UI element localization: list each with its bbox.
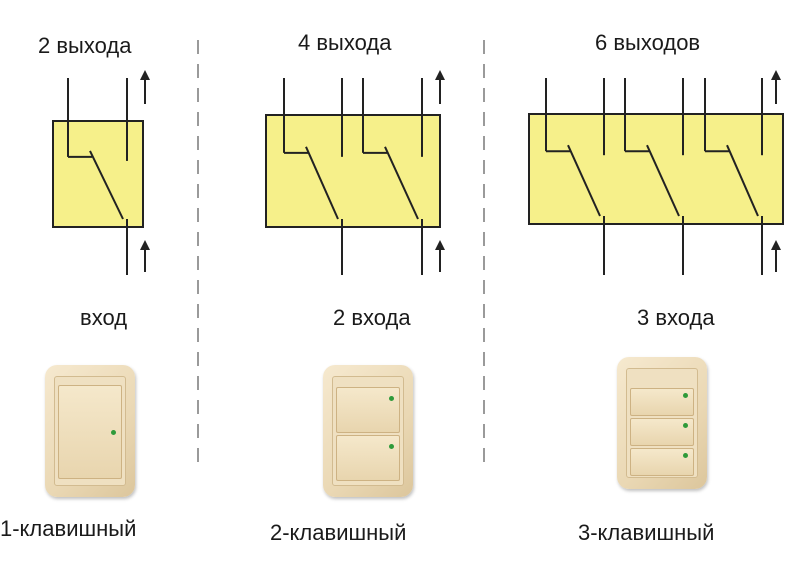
switch-label-one: 1-клавишный xyxy=(0,516,137,541)
arrow-up-icon xyxy=(771,240,781,250)
indicator-led-icon xyxy=(683,423,688,428)
inputs-label-three: 3 входа xyxy=(637,305,715,330)
switch-key xyxy=(630,418,694,446)
switch-label-two: 2-клавишный xyxy=(270,520,407,545)
switch-box xyxy=(528,113,784,225)
switch-frame xyxy=(332,376,404,486)
switch-frame xyxy=(54,376,126,486)
switch-frame xyxy=(626,368,698,478)
switch-box xyxy=(265,114,441,228)
indicator-led-icon xyxy=(111,430,116,435)
indicator-led-icon xyxy=(389,444,394,449)
indicator-led-icon xyxy=(389,396,394,401)
indicator-led-icon xyxy=(683,393,688,398)
outputs-label-one: 2 выхода xyxy=(38,33,132,58)
switch-key xyxy=(630,448,694,476)
outputs-label-three: 6 выходов xyxy=(595,30,701,55)
switch-key xyxy=(336,387,400,433)
switch-blade xyxy=(305,146,339,220)
switch-key xyxy=(58,385,122,479)
inputs-label-two: 2 входа xyxy=(333,305,411,330)
switch-blade xyxy=(89,150,124,220)
wall-switch-icon-two xyxy=(323,365,413,497)
arrow-up-icon xyxy=(435,70,445,80)
arrow-up-icon xyxy=(435,240,445,250)
switch-blade xyxy=(384,146,419,220)
switch-key xyxy=(336,435,400,481)
arrow-up-icon xyxy=(140,240,150,250)
switch-key xyxy=(630,388,694,416)
switch-box xyxy=(52,120,144,228)
indicator-led-icon xyxy=(683,453,688,458)
arrow-up-icon xyxy=(140,70,150,80)
wall-switch-icon-one xyxy=(45,365,135,497)
outputs-label-two: 4 выхода xyxy=(298,30,392,55)
switch-blade xyxy=(646,144,680,217)
switch-label-three: 3-клавишный xyxy=(578,520,715,545)
inputs-label-one: вход xyxy=(80,305,128,330)
arrow-up-icon xyxy=(771,70,781,80)
switch-blade xyxy=(726,144,759,217)
switch-blade xyxy=(567,144,601,217)
wall-switch-icon-three xyxy=(617,357,707,489)
